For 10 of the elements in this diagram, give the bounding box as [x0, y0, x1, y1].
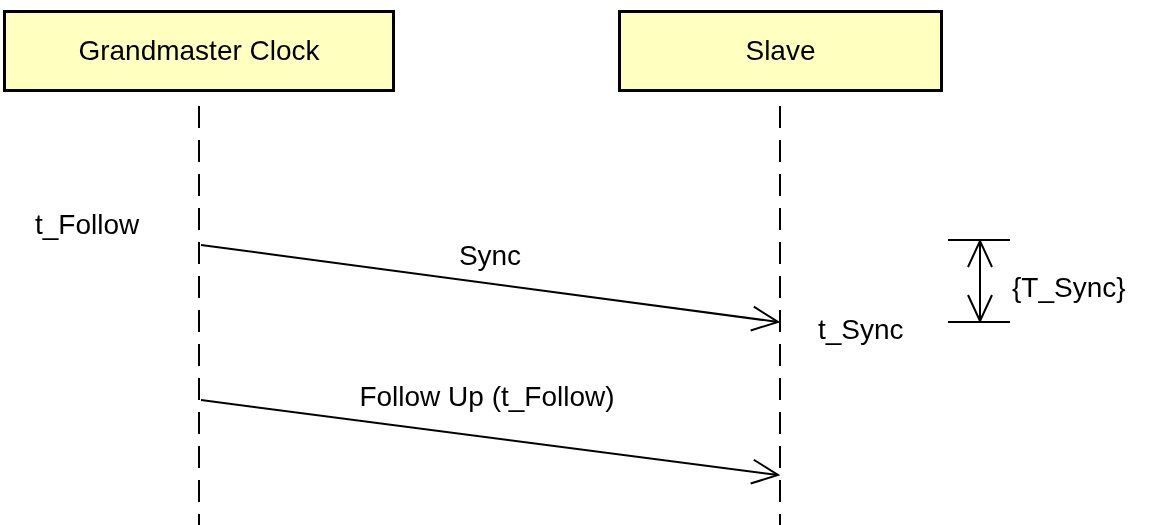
participant-box: [618, 10, 943, 92]
message-arrow: [200, 244, 779, 332]
time-label: t_Follow: [35, 211, 140, 239]
message-arrow: [200, 399, 779, 485]
message-label: Follow Up (t_Follow): [359, 383, 615, 411]
participant-name: Grandmaster Clock: [78, 35, 320, 67]
duration-label: {T_Sync}: [1012, 274, 1126, 302]
participant-name: Slave: [745, 35, 816, 67]
participant-box: [3, 10, 395, 92]
time-label: t_Sync: [818, 316, 904, 344]
